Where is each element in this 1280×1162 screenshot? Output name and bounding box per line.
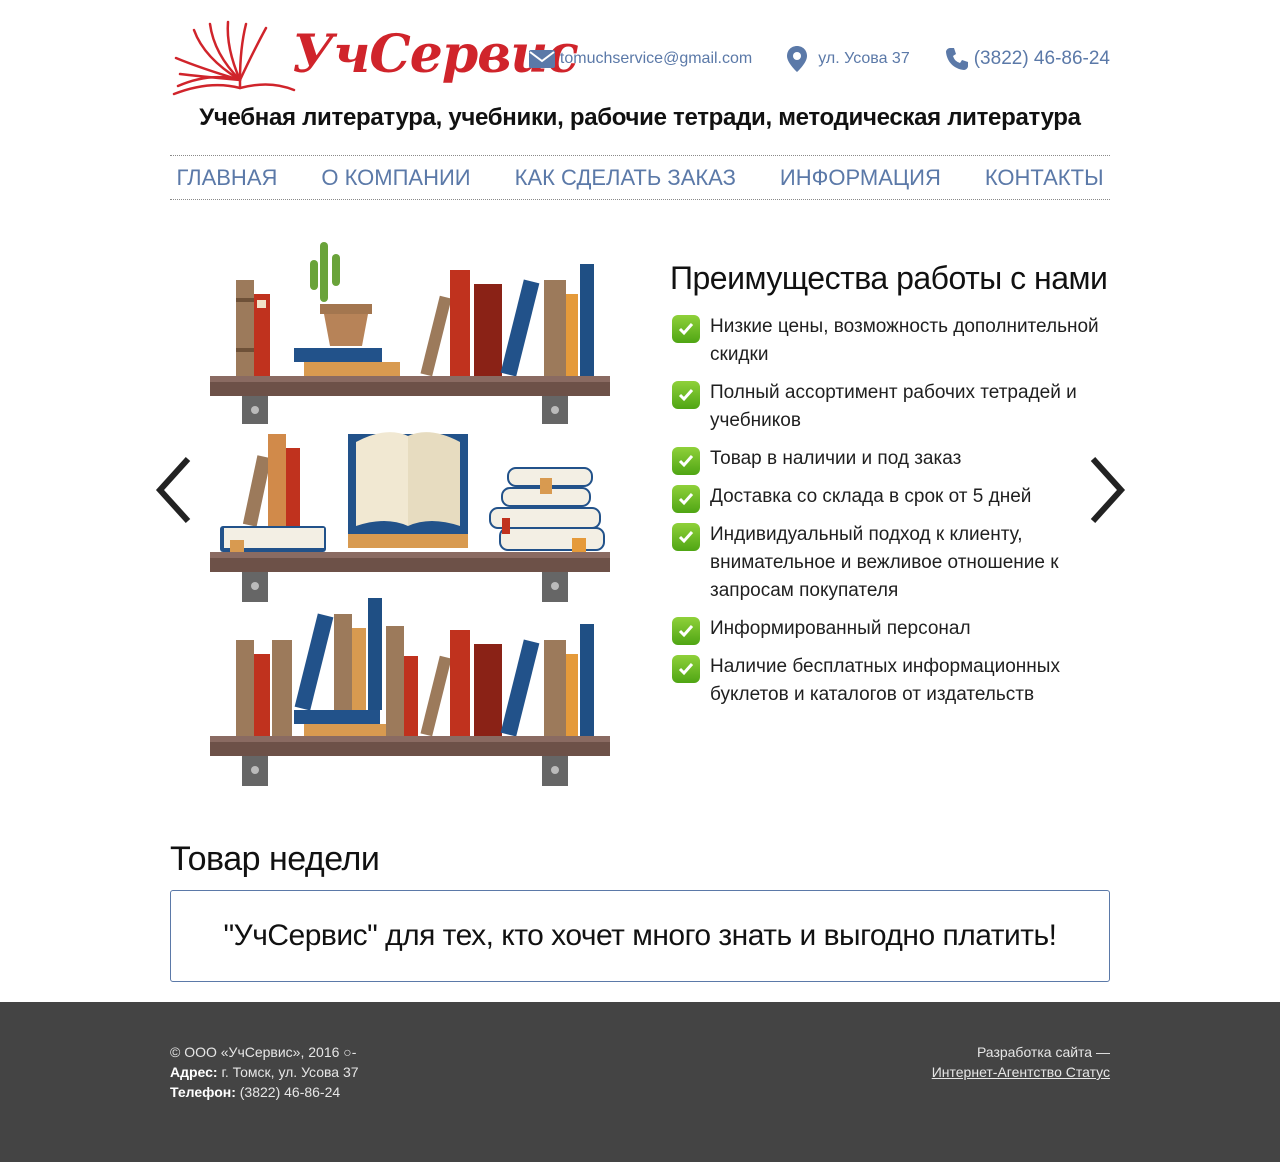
slider-prev-button[interactable] bbox=[152, 455, 196, 525]
benefits-panel: Преимущества работы с нами Низкие цены, … bbox=[670, 260, 1120, 719]
footer-copyright: © ООО «УчСервис», 2016 ○- bbox=[170, 1044, 357, 1060]
footer-phone: Телефон: (3822) 46-86-24 bbox=[170, 1082, 359, 1102]
benefit-item: Индивидуальный подход к клиенту, внимате… bbox=[670, 521, 1120, 605]
benefit-text: Товар в наличии и под заказ bbox=[710, 448, 962, 469]
phone-icon bbox=[945, 48, 968, 70]
benefit-item: Товар в наличии и под заказ bbox=[670, 445, 1120, 475]
benefit-item: Низкие цены, возможность дополнительной … bbox=[670, 313, 1120, 369]
slider-next-button[interactable] bbox=[1085, 455, 1129, 525]
week-title: Товар недели bbox=[170, 840, 380, 878]
benefits-title: Преимущества работы с нами bbox=[670, 260, 1108, 296]
footer-dev-link[interactable]: Интернет-Агентство Статус bbox=[931, 1064, 1110, 1080]
chevron-right-icon bbox=[1090, 456, 1126, 524]
footer-info: © ООО «УчСервис», 2016 ○- Адрес: г. Томс… bbox=[170, 1042, 359, 1102]
nav-item-how-to-order[interactable]: КАК СДЕЛАТЬ ЗАКАЗ bbox=[514, 164, 736, 190]
benefit-text: Индивидуальный подход к клиенту, внимате… bbox=[710, 524, 1059, 601]
benefit-text: Полный ассортимент рабочих тетрадей и уч… bbox=[710, 382, 1077, 431]
benefit-text: Доставка со склада в срок от 5 дней bbox=[710, 486, 1032, 507]
site-footer: © ООО «УчСервис», 2016 ○- Адрес: г. Томс… bbox=[0, 1002, 1280, 1162]
check-icon bbox=[672, 381, 700, 409]
chevron-left-icon bbox=[155, 456, 191, 524]
open-book-icon bbox=[172, 20, 296, 96]
benefit-text: Информированный персонал bbox=[710, 618, 971, 639]
benefit-item: Наличие бесплатных информационных буклет… bbox=[670, 653, 1120, 709]
footer-phone-label: Телефон: bbox=[170, 1084, 236, 1100]
site-header: УчСервис tomuchservice@gmail.com ул. Усо… bbox=[170, 14, 1110, 100]
nav-item-info[interactable]: ИНФОРМАЦИЯ bbox=[779, 164, 941, 190]
address-text: ул. Усова 37 bbox=[818, 50, 910, 67]
map-pin-icon bbox=[787, 46, 808, 72]
hero-slider: Преимущества работы с нами Низкие цены, … bbox=[140, 230, 1140, 800]
check-icon bbox=[672, 523, 700, 551]
week-text: "УчСервис" для тех, кто хочет много знат… bbox=[223, 919, 1057, 952]
phone-text: (3822) 46-86-24 bbox=[973, 48, 1110, 69]
tagline: Учебная литература, учебники, рабочие те… bbox=[199, 104, 1081, 131]
benefit-text: Наличие бесплатных информационных буклет… bbox=[710, 656, 1060, 705]
check-icon bbox=[672, 485, 700, 513]
check-icon bbox=[672, 315, 700, 343]
address-contact: ул. Усова 37 bbox=[786, 45, 910, 73]
phone-contact[interactable]: (3822) 46-86-24 bbox=[944, 46, 1110, 72]
check-icon bbox=[672, 617, 700, 645]
nav-item-contacts[interactable]: КОНТАКТЫ bbox=[984, 164, 1104, 190]
email-text: tomuchservice@gmail.com bbox=[559, 50, 753, 67]
benefit-item: Доставка со склада в срок от 5 дней bbox=[670, 483, 1120, 513]
nav-item-about[interactable]: О КОМПАНИИ bbox=[321, 164, 471, 190]
mail-icon bbox=[528, 50, 555, 68]
bookshelves-illustration bbox=[210, 230, 610, 790]
benefits-list: Низкие цены, возможность дополнительной … bbox=[670, 313, 1120, 709]
week-banner: "УчСервис" для тех, кто хочет много знат… bbox=[170, 890, 1110, 982]
footer-dev: Разработка сайта — Интернет-Агентство Ст… bbox=[932, 1042, 1110, 1082]
check-icon bbox=[672, 447, 700, 475]
header-lower: Учебная литература, учебники, рабочие те… bbox=[170, 0, 1110, 210]
benefit-item: Информированный персонал bbox=[670, 615, 1120, 645]
email-contact[interactable]: tomuchservice@gmail.com bbox=[528, 48, 752, 70]
footer-dev-label: Разработка сайта — bbox=[976, 1044, 1110, 1060]
header-contacts: tomuchservice@gmail.com ул. Усова 37 (38… bbox=[494, 44, 1110, 74]
footer-address-value: г. Томск, ул. Усова 37 bbox=[221, 1064, 359, 1080]
main-nav: ГЛАВНАЯ О КОМПАНИИ КАК СДЕЛАТЬ ЗАКАЗ ИНФ… bbox=[170, 155, 1110, 200]
footer-phone-value: (3822) 46-86-24 bbox=[239, 1084, 341, 1100]
footer-address: Адрес: г. Томск, ул. Усова 37 bbox=[170, 1062, 359, 1082]
benefit-text: Низкие цены, возможность дополнительной … bbox=[710, 316, 1099, 365]
benefit-item: Полный ассортимент рабочих тетрадей и уч… bbox=[670, 379, 1120, 435]
footer-address-label: Адрес: bbox=[170, 1064, 218, 1080]
check-icon bbox=[672, 655, 700, 683]
nav-item-home[interactable]: ГЛАВНАЯ bbox=[176, 164, 278, 190]
